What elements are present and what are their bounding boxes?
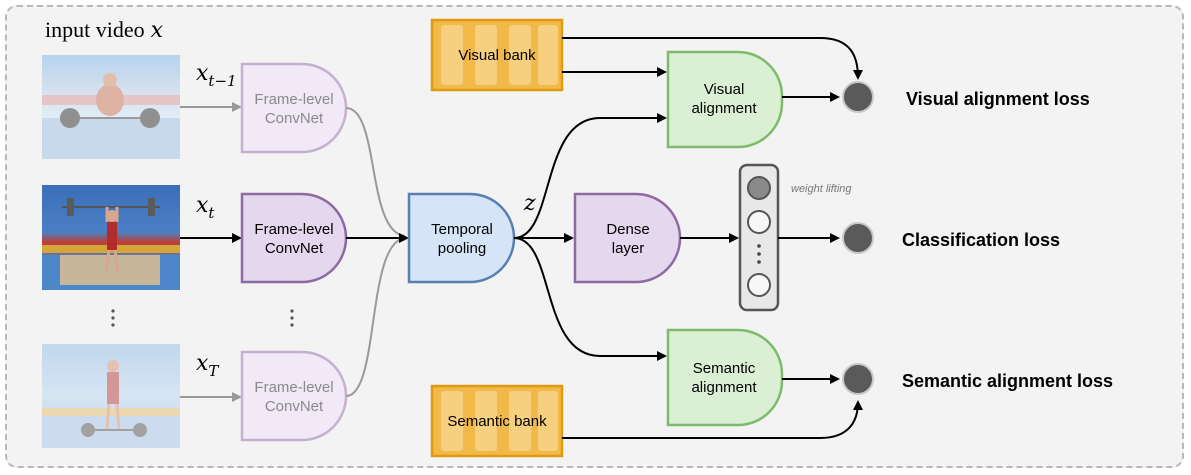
frame-label-3: xT [196,351,219,380]
semantic-bank: Semantic bank [430,384,564,458]
arrow-z-semantic-alignment [513,237,667,361]
arrow-visualbank-loss [562,37,863,80]
semantic-alignment-block: Semantic alignment [666,328,784,427]
svg-text:Semantic: Semantic [693,360,756,377]
svg-text:alignment: alignment [691,100,757,117]
convnet-block-2: Frame-level ConvNet [240,192,348,284]
arrow-convnet3-temporal [345,237,406,397]
z-label: z [523,191,536,216]
video-frame-1 [42,55,180,159]
svg-text:ConvNet: ConvNet [265,398,324,415]
convnet-block-1: Frame-level ConvNet [240,62,348,154]
temporal-pooling-block: Temporal pooling [407,192,516,284]
frame-label-2: xt [196,193,215,222]
svg-text:ConvNet: ConvNet [265,240,324,257]
class-loss-node [842,222,874,254]
frames-ellipsis [111,309,115,327]
semantic-loss-label: Semantic alignment loss [902,371,1113,391]
class-output-vector [738,163,780,312]
dense-layer-block: Dense layer [573,192,682,284]
arrow-semanticbank-loss [562,400,863,439]
svg-text:Visual: Visual [704,81,745,98]
class-caption: weight lifting [791,183,852,195]
visual-bank: Visual bank [430,18,564,92]
semantic-loss-node [842,363,874,395]
visual-loss-node [842,81,874,113]
video-frame-2 [42,185,180,290]
frame-label-1: xt−1 [196,61,237,90]
visual-loss-label: Visual alignment loss [906,89,1090,109]
arrow-convnet1-temporal [345,107,406,237]
svg-text:Dense: Dense [606,221,649,238]
svg-text:pooling: pooling [438,240,486,257]
video-frame-3 [42,344,180,448]
svg-text:ConvNet: ConvNet [265,110,324,127]
class-loss-label: Classification loss [902,230,1060,250]
visual-alignment-block: Visual alignment [666,50,784,149]
svg-text:alignment: alignment [691,379,757,396]
svg-text:layer: layer [612,240,645,257]
svg-text:Frame-level: Frame-level [254,221,333,238]
svg-text:Frame-level: Frame-level [254,91,333,108]
convnet-ellipsis [290,309,294,327]
svg-text:Frame-level: Frame-level [254,379,333,396]
svg-text:Temporal: Temporal [431,221,493,238]
svg-text:Semantic bank: Semantic bank [447,413,547,430]
arrow-z-visual-alignment [513,113,667,239]
svg-text:Visual bank: Visual bank [458,47,536,64]
convnet-block-3: Frame-level ConvNet [240,350,348,442]
